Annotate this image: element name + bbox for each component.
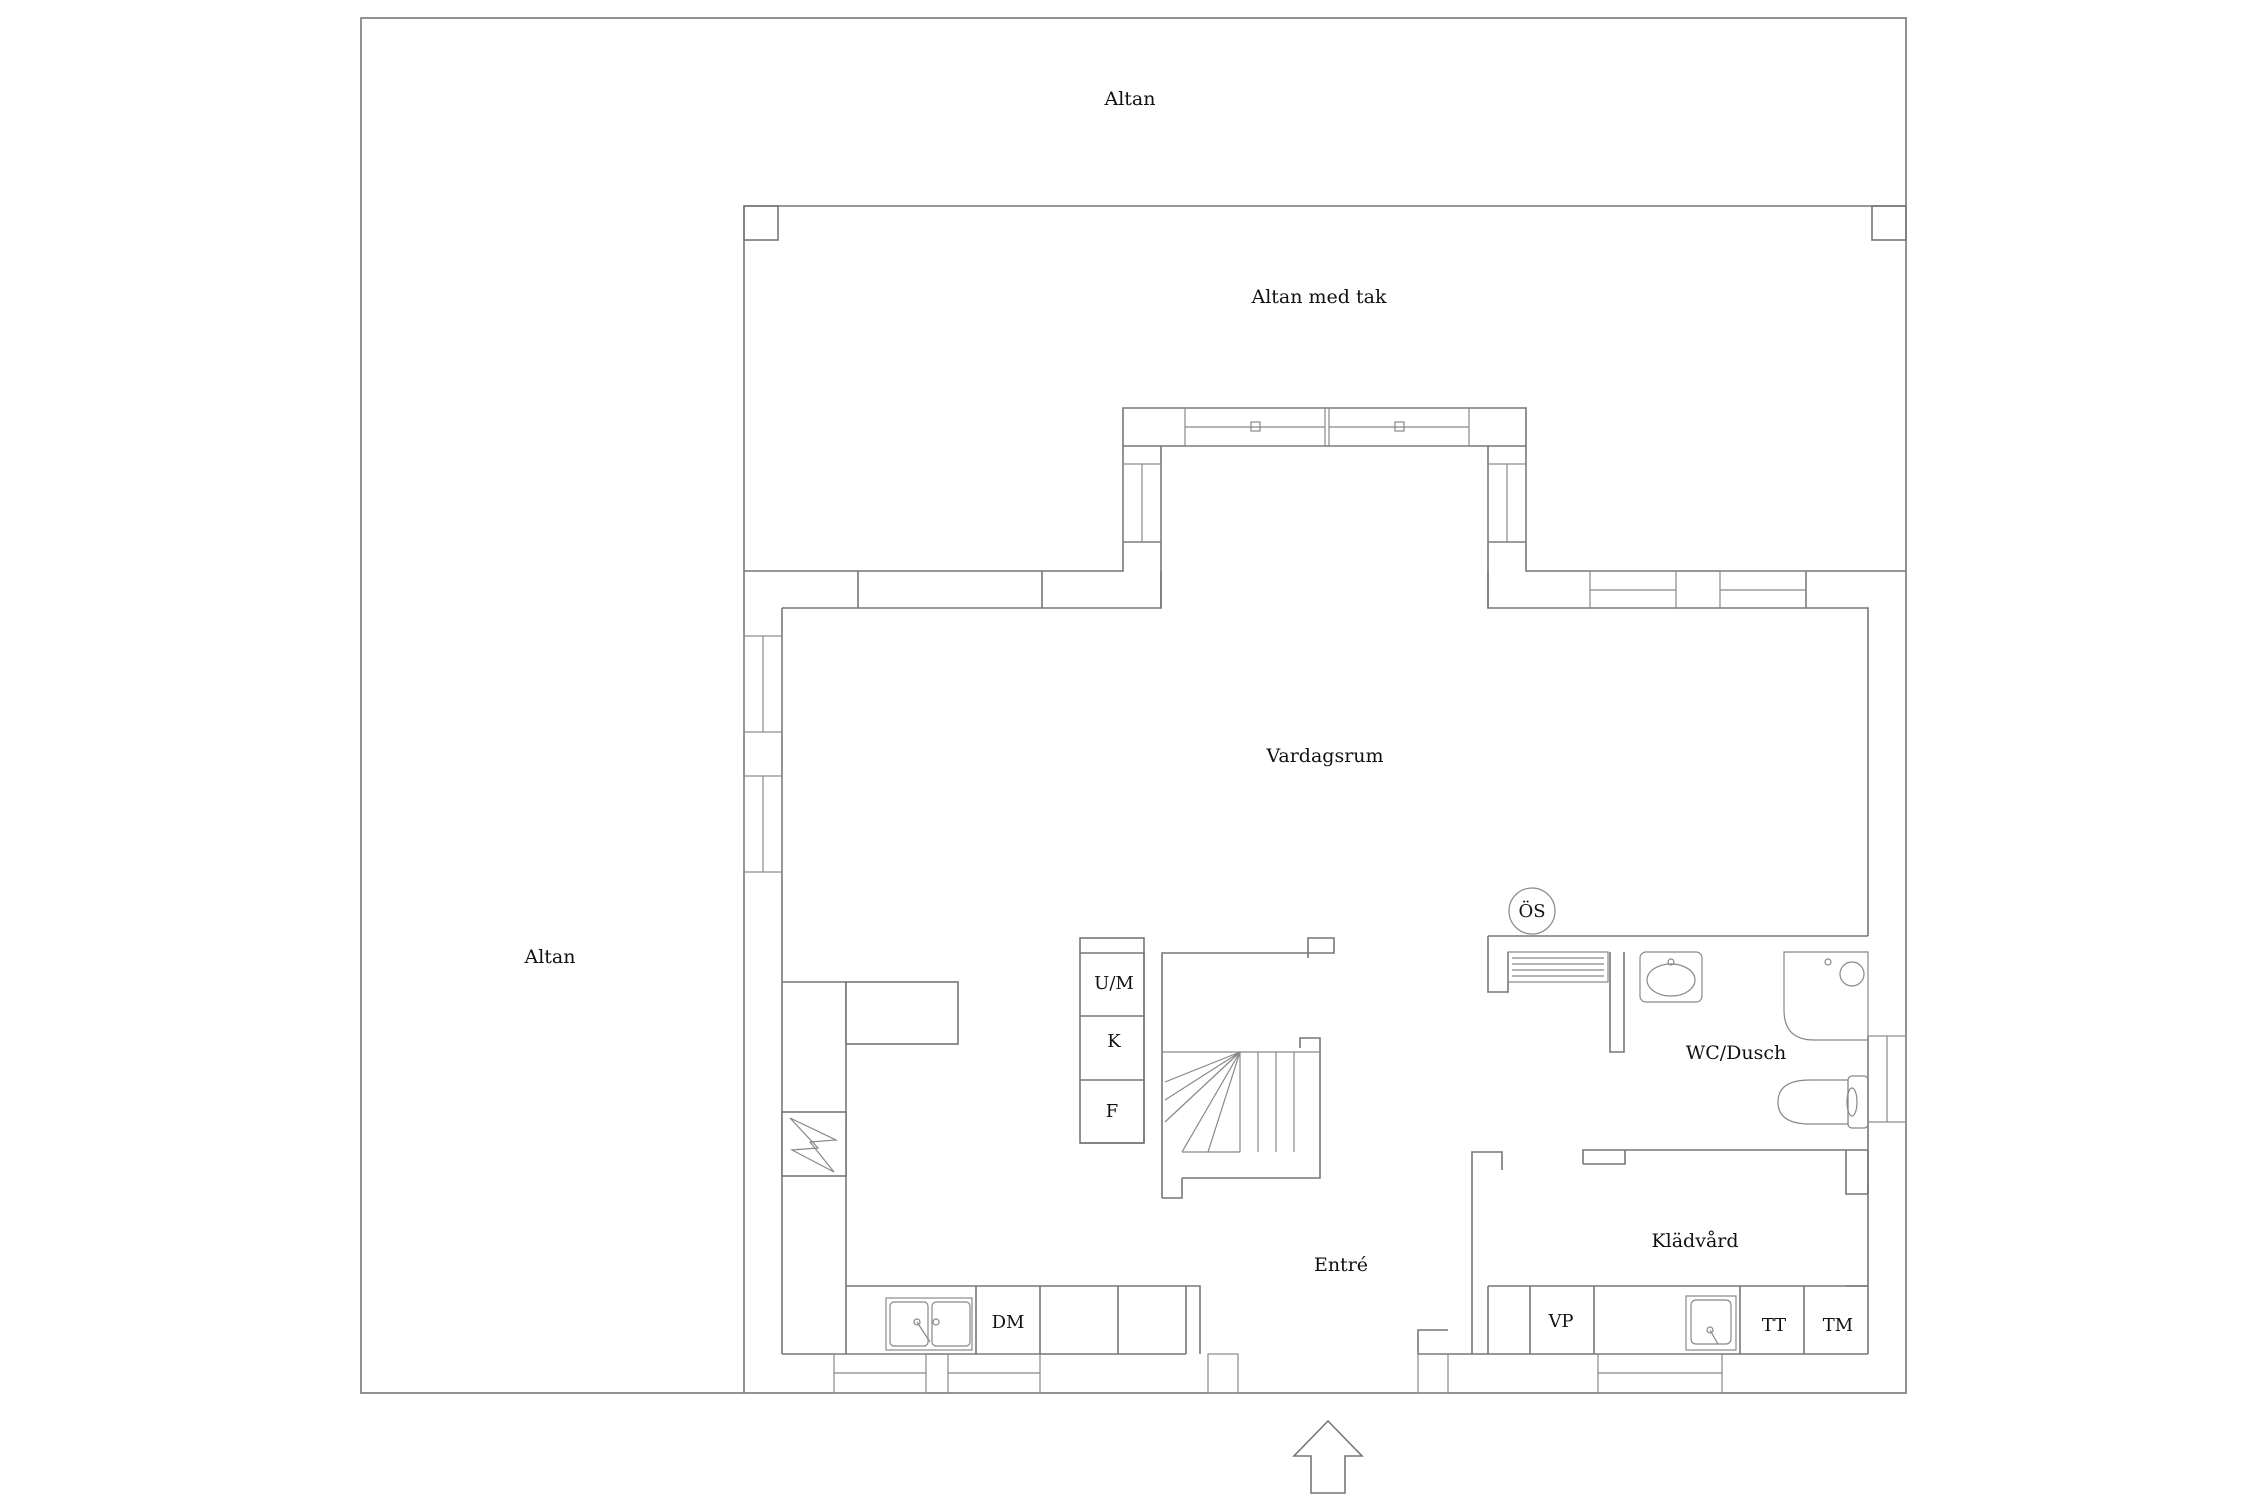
staircase-icon xyxy=(1162,1051,1320,1153)
label-entre: Entré xyxy=(1314,1254,1368,1276)
terrace-boundary xyxy=(360,17,1907,1394)
toilet-icon xyxy=(1777,1075,1869,1129)
kitchen-counter xyxy=(781,1111,1186,1354)
label-altan-top: Altan xyxy=(1104,88,1156,110)
label-k: K xyxy=(1107,1031,1121,1052)
label-um: U/M xyxy=(1094,973,1134,994)
label-kladvard: Klädvård xyxy=(1651,1230,1738,1252)
covered-terrace-outline xyxy=(743,205,1907,1393)
label-altan-med-tak: Altan med tak xyxy=(1251,286,1387,308)
closet-stack xyxy=(1079,937,1145,1144)
label-tt: TT xyxy=(1762,1315,1786,1336)
washbasin-icon xyxy=(1639,951,1703,1003)
os-symbol xyxy=(1508,887,1556,935)
label-tm: TM xyxy=(1823,1315,1853,1336)
label-f: F xyxy=(1106,1101,1119,1122)
label-vp: VP xyxy=(1547,1311,1573,1332)
shower-icon xyxy=(1783,951,1869,1041)
interior-walls xyxy=(782,935,1869,1354)
laundry-fixtures xyxy=(1487,1285,1868,1354)
utility-sink-icon xyxy=(1685,1295,1737,1351)
windows xyxy=(743,407,1907,1394)
radiator-icon xyxy=(1507,951,1609,983)
house-walls xyxy=(744,407,1906,1355)
entrance-arrow-icon xyxy=(1292,1419,1364,1494)
label-altan-left: Altan xyxy=(524,946,576,968)
label-dm: DM xyxy=(992,1312,1025,1333)
label-wc-dusch: WC/Dusch xyxy=(1686,1042,1787,1064)
bathroom-fixtures xyxy=(1507,951,1869,1129)
label-os: ÖS xyxy=(1518,899,1545,922)
label-vardagsrum: Vardagsrum xyxy=(1265,745,1383,767)
double-sink-icon xyxy=(885,1297,973,1351)
fireplace-icon xyxy=(789,1117,839,1173)
